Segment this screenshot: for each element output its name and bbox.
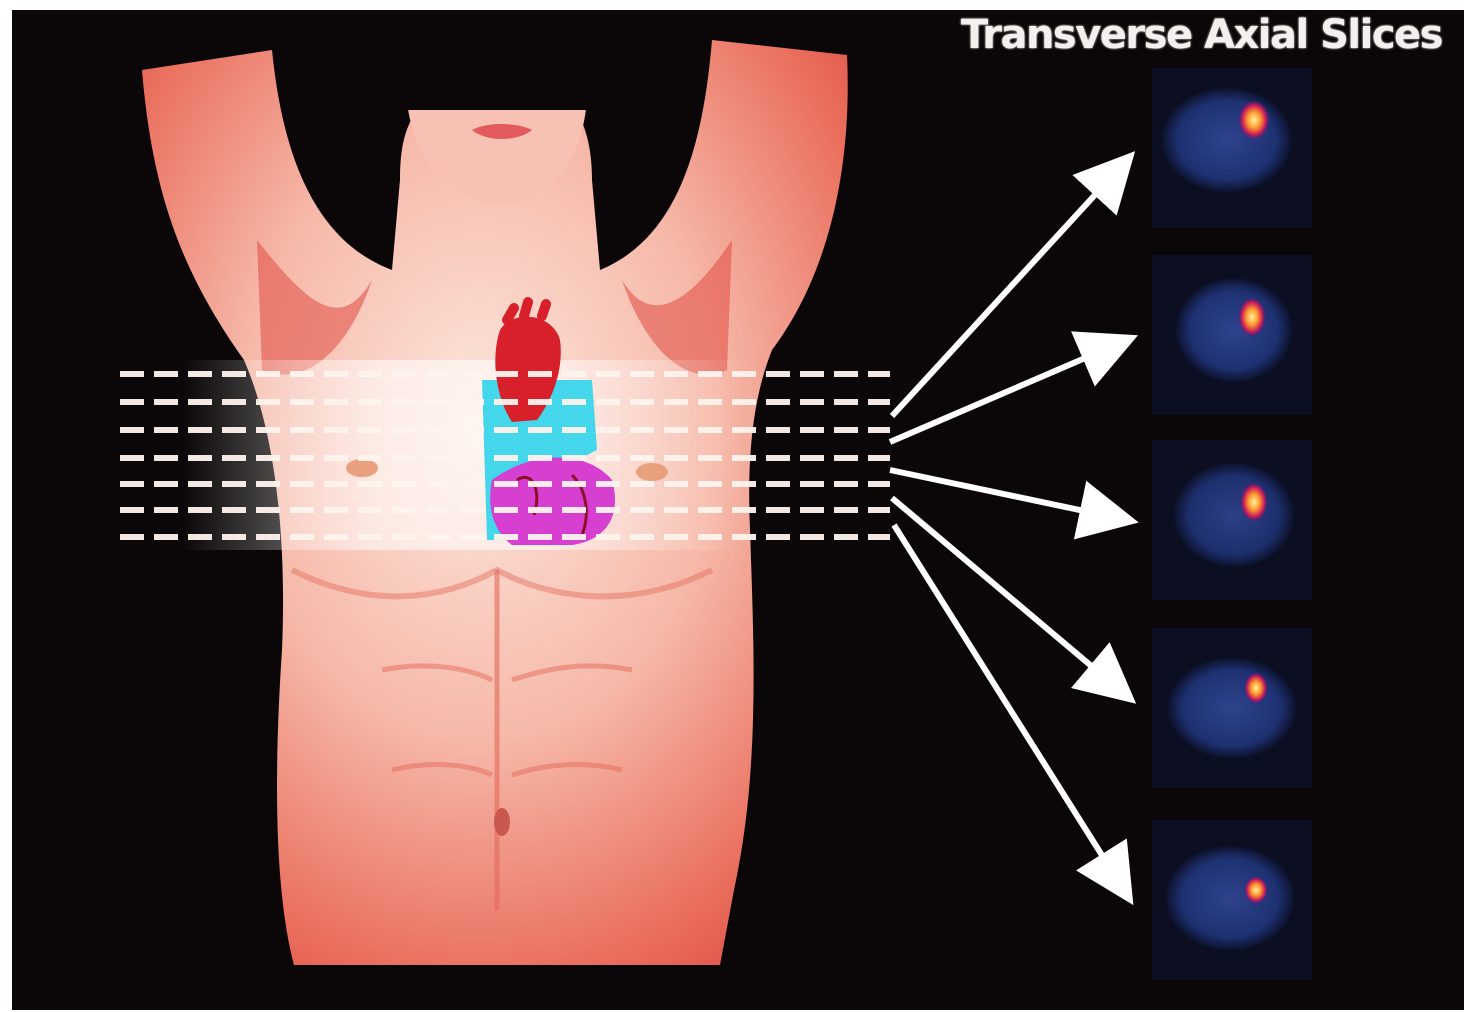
diagram-canvas: [12, 10, 1464, 1010]
slice-image-4: [1152, 628, 1312, 788]
arrow-2: [890, 340, 1127, 442]
arrow-5: [894, 525, 1127, 895]
slice-images: [1152, 68, 1312, 980]
slice-image-3: [1152, 440, 1312, 600]
slice-image-1: [1152, 68, 1312, 228]
arrow-3: [890, 470, 1127, 520]
arrow-1: [892, 160, 1127, 416]
slice-image-5: [1152, 820, 1312, 980]
arrows: [890, 160, 1127, 895]
arrow-4: [892, 498, 1127, 696]
slice-image-2: [1152, 255, 1312, 415]
diagram-title: Transverse Axial Slices: [961, 12, 1442, 58]
diagram-slide: Transverse Axial Slices: [12, 10, 1464, 1010]
